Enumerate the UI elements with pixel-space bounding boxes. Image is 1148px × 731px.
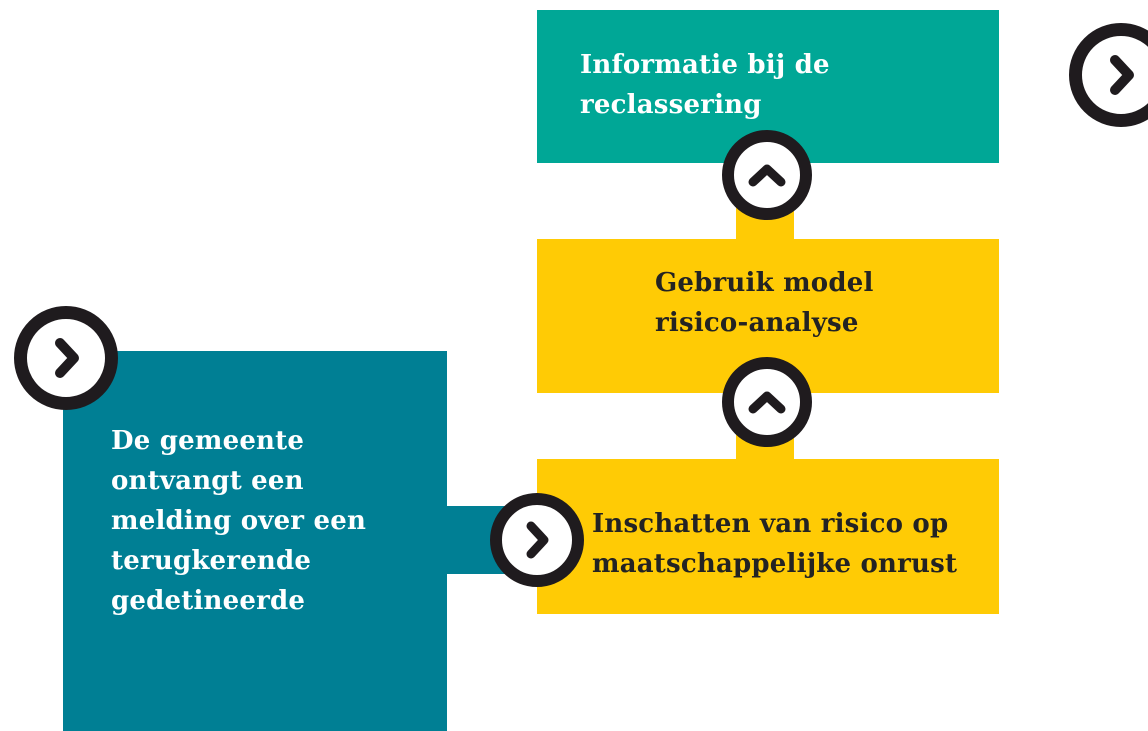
municipality-report-label: De gemeente ontvangt een melding over ee… [111, 426, 367, 616]
up-arrow-button-top [722, 130, 812, 220]
right-arrow-button-next [1069, 23, 1148, 127]
risk-model-box: Gebruik model risico-analyse [537, 239, 999, 393]
municipality-report-box: De gemeente ontvangt een melding over ee… [63, 351, 447, 731]
risk-model-label: Gebruik model risico-analyse [655, 268, 874, 338]
chevron-right-icon [1110, 55, 1134, 95]
estimate-risk-box: Inschatten van risico op maatschappelijk… [537, 459, 999, 614]
right-arrow-button-start [14, 306, 118, 410]
estimate-risk-label: Inschatten van risico op maatschappelijk… [592, 509, 958, 579]
right-arrow-button-flow [490, 493, 584, 587]
chevron-right-icon [55, 338, 79, 378]
information-reclassering-label: Informatie bij de reclassering [580, 50, 830, 120]
chevron-right-icon [526, 521, 549, 559]
information-reclassering-box: Informatie bij de reclassering [537, 10, 999, 163]
up-arrow-button-middle [722, 357, 812, 447]
chevron-up-icon [748, 391, 786, 414]
chevron-up-icon [748, 164, 786, 187]
